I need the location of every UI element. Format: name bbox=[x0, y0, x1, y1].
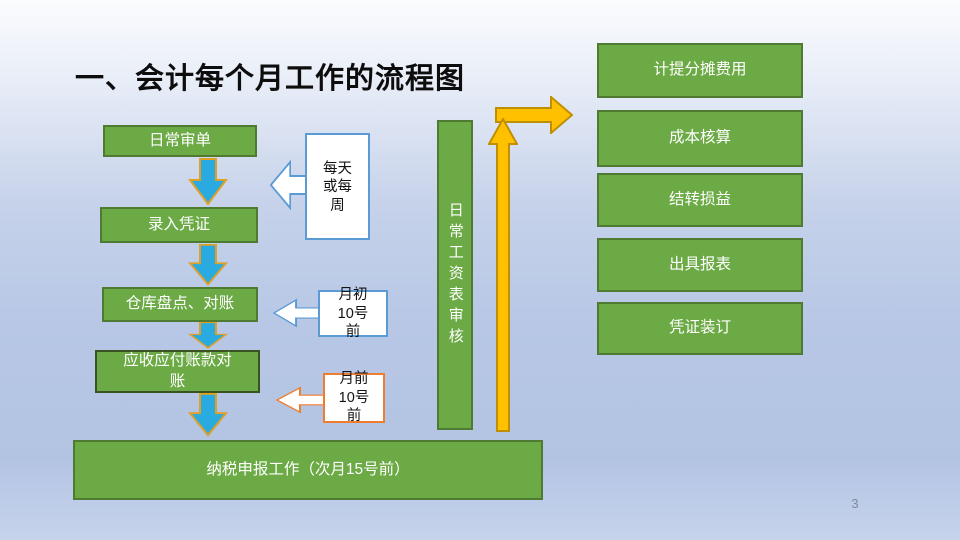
callout-box-daily-weekly bbox=[305, 133, 370, 240]
down-arrow-icon bbox=[188, 158, 228, 206]
flow-step-payroll-review: 日常工资表审核 bbox=[437, 120, 473, 430]
page-number: 3 bbox=[851, 496, 859, 511]
down-arrow-icon bbox=[188, 393, 228, 437]
flow-step-entry-voucher: 录入凭证 bbox=[100, 207, 258, 243]
task-box-accrue-expenses: 计提分摊费用 bbox=[597, 43, 803, 98]
flow-step-tax-filing: 纳税申报工作（次月15号前） bbox=[73, 440, 543, 500]
callout-box-before-month bbox=[323, 373, 385, 423]
flow-step-daily-review: 日常审单 bbox=[103, 125, 257, 157]
down-arrow-icon bbox=[188, 322, 228, 349]
up-arrow-icon bbox=[488, 118, 518, 432]
left-arrow-icon bbox=[276, 386, 326, 414]
callout-box-month-start bbox=[318, 290, 388, 337]
payroll-review-label: 日常工资表审核 bbox=[446, 201, 464, 349]
task-box-carry-forward-pl: 结转损益 bbox=[597, 173, 803, 227]
slide-title: 一、会计每个月工作的流程图 bbox=[75, 63, 466, 95]
task-box-cost-accounting: 成本核算 bbox=[597, 110, 803, 167]
flow-step-receivable-payable: 应收应付账款对 账 bbox=[95, 350, 260, 393]
left-arrow-icon bbox=[273, 298, 321, 328]
flow-step-warehouse-check: 仓库盘点、对账 bbox=[102, 287, 258, 322]
task-box-voucher-binding: 凭证装订 bbox=[597, 302, 803, 355]
down-arrow-icon bbox=[188, 244, 228, 286]
task-box-issue-reports: 出具报表 bbox=[597, 238, 803, 292]
